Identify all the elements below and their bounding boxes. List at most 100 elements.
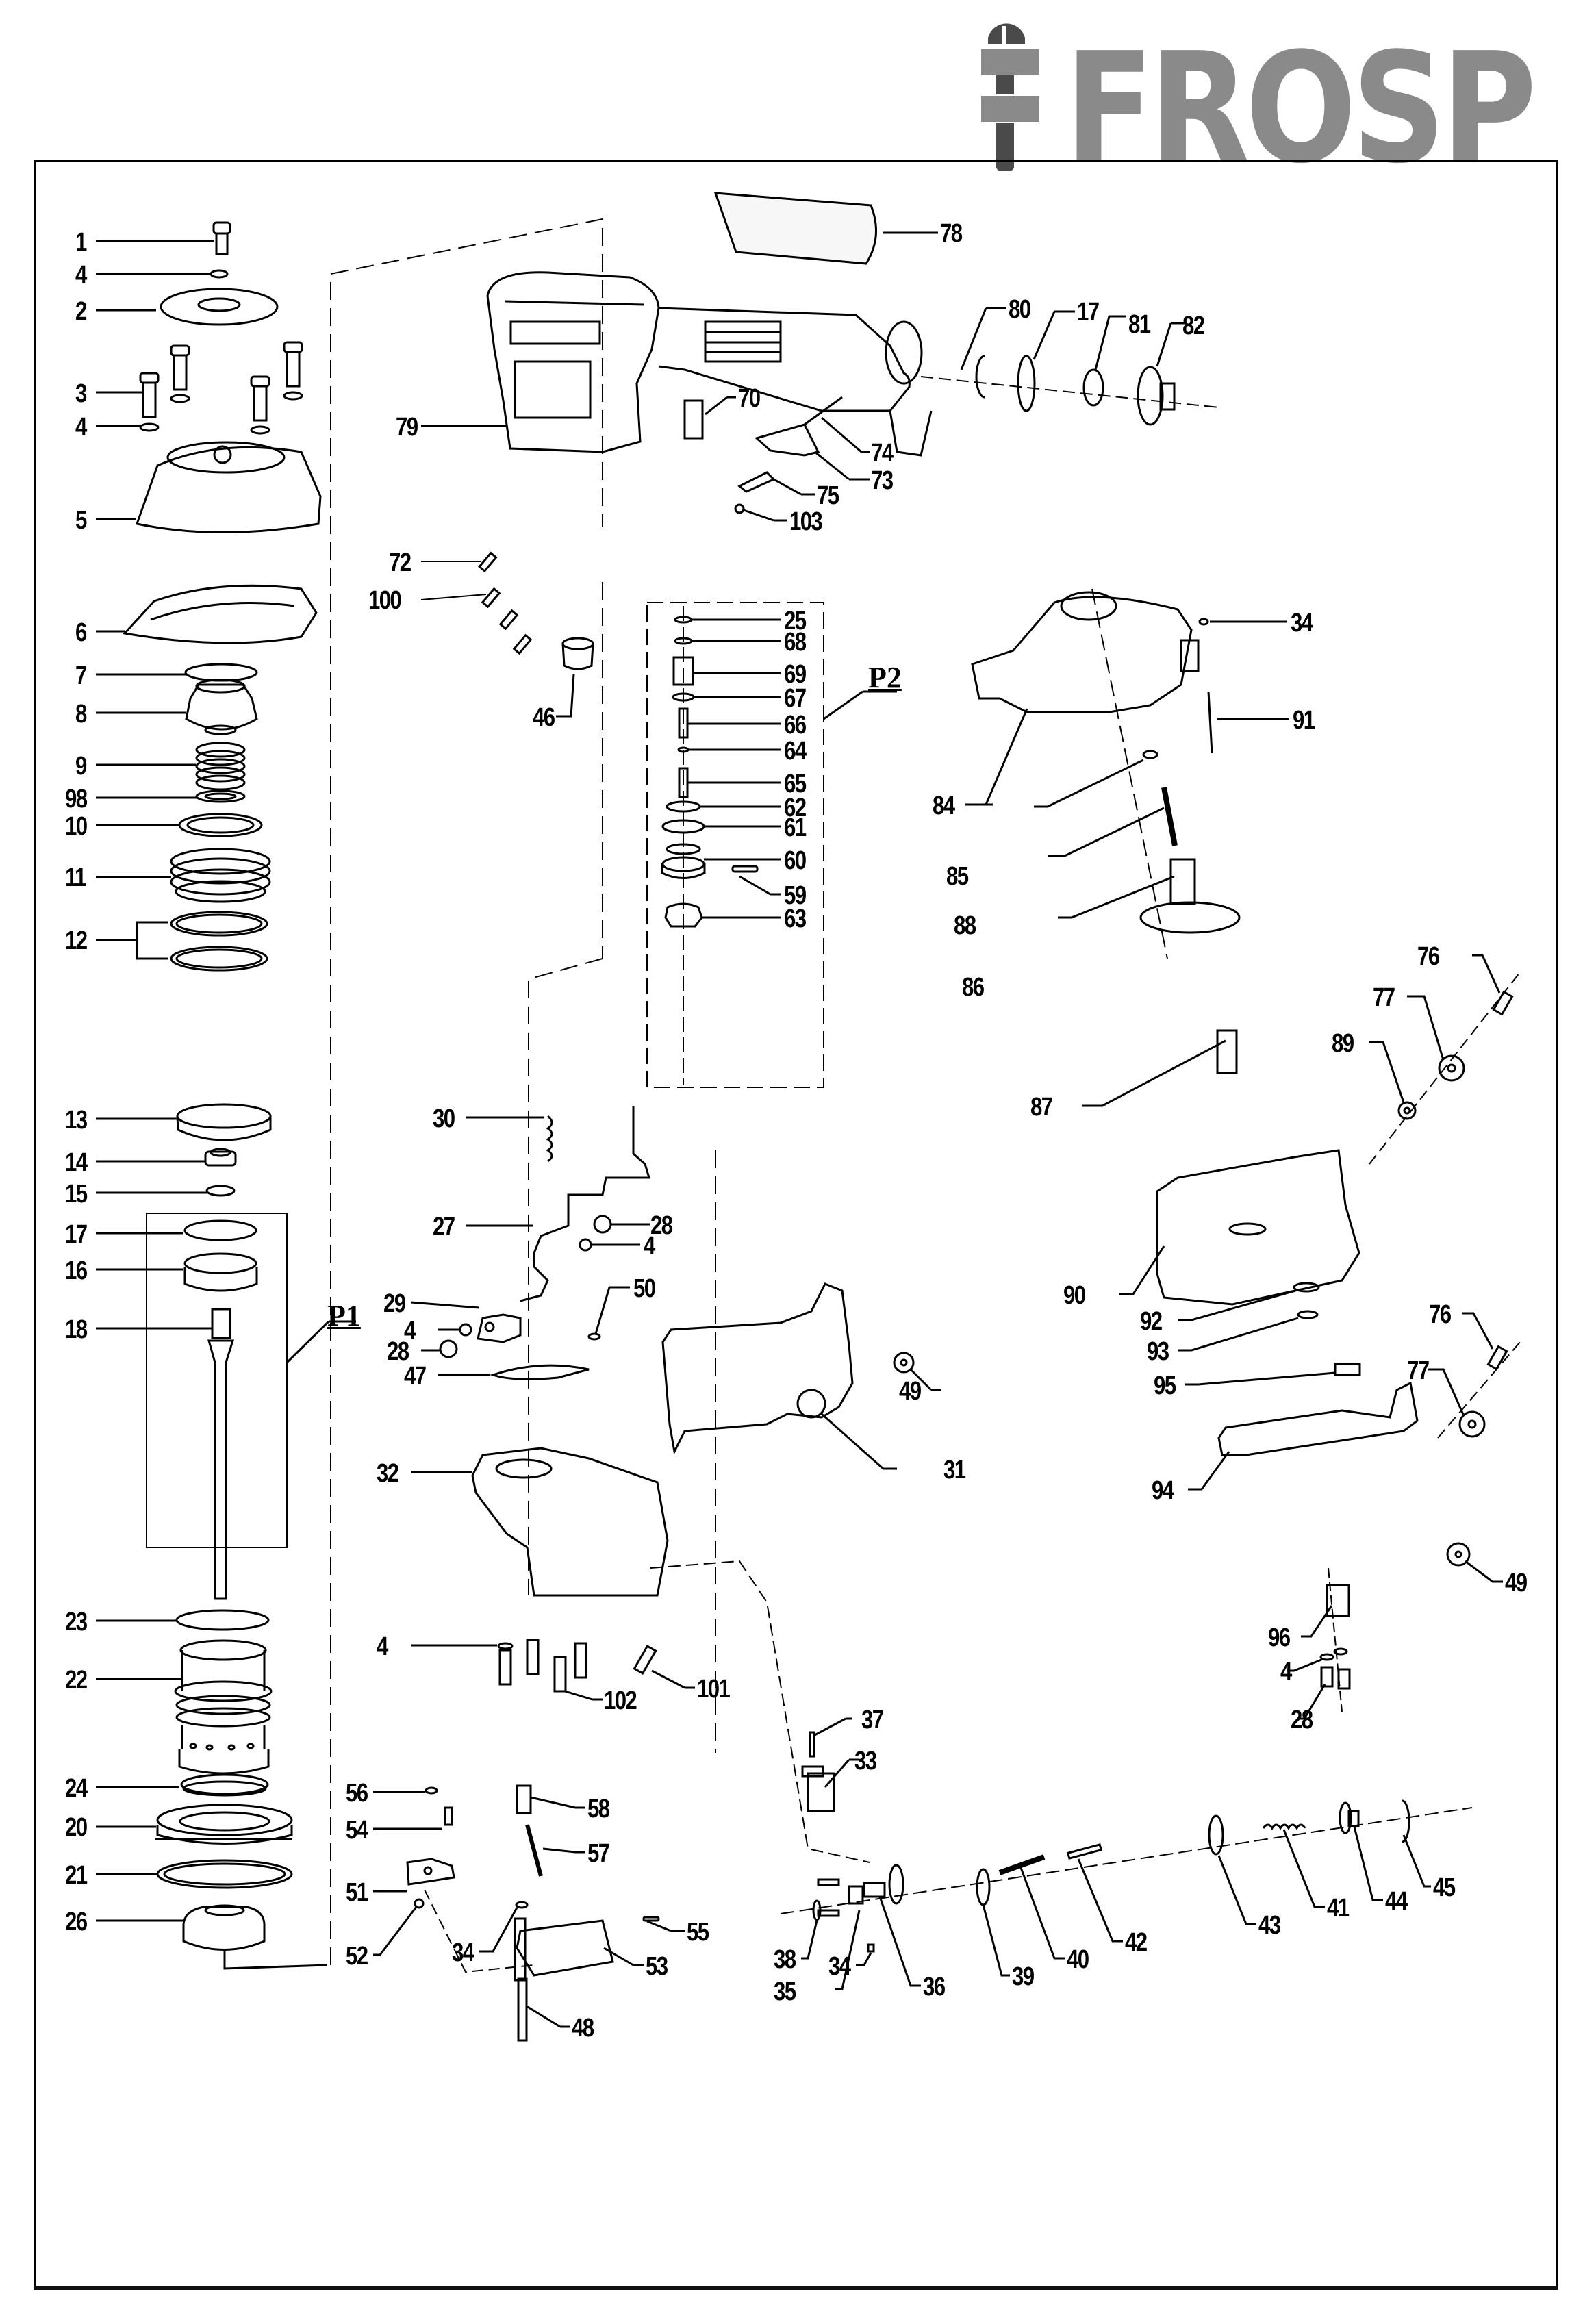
callout-left-column-17: 17 — [65, 1220, 88, 1249]
callout-driver-guide-32: 32 — [377, 1459, 399, 1488]
callout-driver-guide-27: 27 — [433, 1213, 455, 1241]
callout-magazine-cover-89: 89 — [1332, 1029, 1354, 1058]
callout-left-column-24: 24 — [65, 1774, 88, 1803]
callout-feed-piston-40: 40 — [1067, 1945, 1089, 1974]
callout-p2-valve-66: 66 — [784, 711, 807, 739]
callout-p2-valve-64: 64 — [784, 737, 807, 766]
callout-housing-73: 73 — [871, 466, 894, 495]
callout-feed-piston-45: 45 — [1433, 1873, 1456, 1902]
callout-housing-103: 103 — [789, 507, 823, 536]
callout-feed-piston-37: 37 — [861, 1706, 884, 1734]
callout-housing-70: 70 — [738, 384, 761, 413]
brand-logo-text: FROSP — [1065, 21, 1537, 197]
group-label-p1: P1 — [327, 1299, 361, 1332]
callout-left-column-98: 98 — [65, 785, 88, 813]
callout-left-column-22: 22 — [65, 1666, 88, 1695]
callout-magazine-cover-76: 76 — [1417, 942, 1440, 971]
callout-housing-17: 17 — [1077, 298, 1100, 327]
callout-left-column-13: 13 — [65, 1106, 88, 1135]
callout-housing-80: 80 — [1009, 295, 1031, 324]
callout-feed-piston-44: 44 — [1385, 1887, 1408, 1916]
callout-p2-valve-68: 68 — [784, 628, 807, 657]
callout-driver-guide-4: 4 — [644, 1232, 655, 1261]
callout-left-column-21: 21 — [65, 1861, 88, 1890]
callout-driver-guide-29: 29 — [383, 1289, 406, 1318]
callout-magazine-cover-85: 85 — [946, 862, 969, 891]
callout-feeder-57: 57 — [587, 1839, 610, 1868]
callout-feed-piston-42: 42 — [1125, 1928, 1148, 1957]
callout-driver-guide-4: 4 — [404, 1317, 416, 1345]
p2-valve-parts — [646, 602, 897, 1088]
callout-p2-valve-61: 61 — [784, 813, 807, 842]
callout-p2-valve-62: 62 — [784, 794, 807, 822]
magazine-cover-parts — [965, 588, 1521, 1720]
callout-left-column-10: 10 — [65, 812, 88, 841]
callout-feeder-48: 48 — [572, 2014, 594, 2042]
callout-driver-guide-28: 28 — [387, 1337, 409, 1366]
callout-p2-valve-60: 60 — [784, 846, 807, 875]
callout-left-column-4: 4 — [75, 413, 87, 442]
callout-left-column-4: 4 — [75, 261, 87, 290]
callout-magazine-cover-88: 88 — [954, 911, 976, 940]
callout-driver-guide-50: 50 — [633, 1274, 656, 1303]
callout-magazine-cover-96: 96 — [1268, 1623, 1291, 1652]
left-column-parts — [96, 221, 356, 1970]
callout-magazine-cover-86: 86 — [962, 973, 985, 1002]
callout-magazine-cover-94: 94 — [1152, 1476, 1174, 1505]
callout-p2-valve-65: 65 — [784, 770, 807, 798]
callout-left-column-16: 16 — [65, 1256, 88, 1285]
callout-feeder-34: 34 — [452, 1938, 474, 1967]
callout-magazine-cover-76: 76 — [1429, 1300, 1452, 1329]
feed-piston-parts — [780, 1717, 1473, 1990]
callout-left-column-11: 11 — [65, 863, 86, 892]
callout-magazine-cover-77: 77 — [1373, 983, 1395, 1012]
callout-left-column-20: 20 — [65, 1813, 88, 1842]
callout-left-column-18: 18 — [65, 1315, 88, 1344]
callout-feeder-58: 58 — [587, 1795, 610, 1823]
callout-feed-piston-39: 39 — [1012, 1962, 1035, 1991]
callout-magazine-cover-92: 92 — [1140, 1307, 1163, 1336]
callout-left-column-15: 15 — [65, 1180, 88, 1209]
callout-feed-piston-35: 35 — [774, 1977, 796, 2006]
frame-bottom-rule — [34, 2286, 1558, 2290]
callout-left-column-7: 7 — [75, 661, 87, 690]
callout-driver-guide-101: 101 — [697, 1675, 731, 1704]
callout-magazine-cover-90: 90 — [1063, 1281, 1086, 1310]
housing-parts — [420, 192, 1219, 718]
callout-left-column-26: 26 — [65, 1908, 88, 1936]
callout-left-column-23: 23 — [65, 1608, 88, 1636]
callout-feeder-55: 55 — [687, 1918, 709, 1947]
feeder-parts — [373, 1784, 685, 2042]
assembly-guide-lines — [330, 218, 716, 1965]
callout-feeder-53: 53 — [646, 1952, 668, 1981]
callout-driver-guide-30: 30 — [433, 1104, 455, 1133]
callout-housing-72: 72 — [389, 548, 411, 577]
callout-housing-100: 100 — [368, 586, 402, 615]
callout-magazine-cover-87: 87 — [1030, 1093, 1053, 1122]
brand-logo: FROSP — [976, 14, 1565, 185]
callout-left-column-6: 6 — [75, 618, 87, 647]
callout-magazine-cover-34: 34 — [1291, 609, 1313, 637]
callout-p2-valve-69: 69 — [784, 660, 807, 689]
callout-magazine-cover-84: 84 — [933, 792, 955, 820]
nail-logo-icon — [981, 23, 1039, 171]
callout-feed-piston-38: 38 — [774, 1945, 796, 1974]
callout-feeder-56: 56 — [346, 1779, 368, 1808]
group-label-p2: P2 — [868, 661, 902, 694]
callout-feeder-54: 54 — [346, 1816, 368, 1845]
callout-p2-valve-59: 59 — [784, 881, 807, 910]
callout-left-column-5: 5 — [75, 506, 87, 535]
callout-left-column-1: 1 — [75, 228, 87, 257]
callout-left-column-12: 12 — [65, 926, 88, 955]
callout-housing-75: 75 — [817, 481, 839, 510]
callout-feed-piston-41: 41 — [1327, 1894, 1350, 1923]
callout-magazine-cover-28: 28 — [1291, 1706, 1313, 1734]
callout-housing-81: 81 — [1128, 310, 1151, 339]
callout-driver-guide-31: 31 — [943, 1456, 966, 1484]
callout-left-column-9: 9 — [75, 752, 87, 781]
callout-magazine-cover-49: 49 — [1505, 1569, 1528, 1597]
callout-feed-piston-43: 43 — [1258, 1911, 1281, 1940]
callout-housing-82: 82 — [1182, 312, 1205, 340]
